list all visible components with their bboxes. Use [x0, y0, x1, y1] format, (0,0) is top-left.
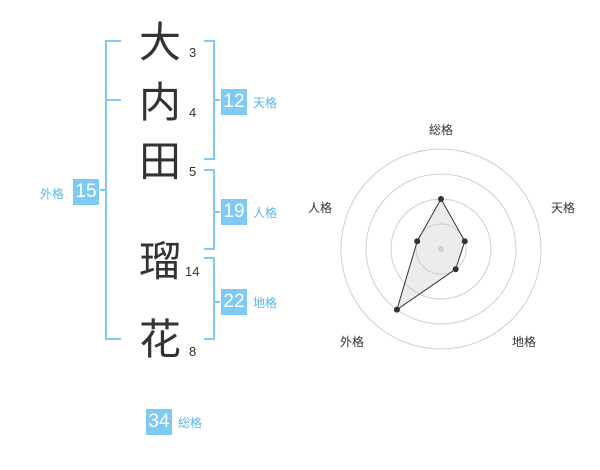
jinkaku-bracket: [204, 169, 215, 250]
name-char-1: 大: [138, 18, 181, 67]
chikaku-badge: 22: [221, 289, 247, 315]
stroke-count-4: 14: [185, 264, 200, 279]
radar-shape: [396, 197, 466, 311]
jinkaku-badge: 19: [221, 199, 247, 225]
radar-points: [393, 196, 468, 313]
stroke-count-3: 5: [189, 164, 197, 179]
radar-ring-3: [365, 173, 517, 325]
tenkaku-badge: 12: [221, 89, 247, 115]
radar-point-lower-right: [452, 266, 459, 273]
radar-label-top: 総格: [429, 122, 453, 137]
stroke-count-1: 3: [189, 45, 197, 60]
jinkaku-label: 人格: [253, 206, 278, 220]
radar-point-lower-left: [393, 306, 400, 313]
name-char-2: 内: [138, 78, 181, 127]
soukaku-label: 総格: [178, 416, 203, 430]
radar-point-top: [438, 196, 444, 202]
tenkaku-label: 天格: [253, 96, 278, 110]
gaikaku-badge: 15: [73, 179, 99, 205]
radar-label-upper-right: 天格: [551, 200, 575, 215]
radar-center-dot: [438, 246, 444, 252]
radar-ring-4: [340, 148, 542, 350]
name-char-3: 田: [138, 137, 181, 186]
name-char-5: 花: [138, 315, 181, 364]
chikaku-label: 地格: [253, 296, 278, 310]
radar-point-upper-right: [461, 238, 468, 245]
name-char-4: 瑠: [138, 237, 181, 286]
radar-ring-1: [415, 223, 467, 275]
gaikaku-label: 外格: [40, 187, 65, 201]
stroke-count-5: 8: [189, 344, 197, 359]
radar-label-upper-left: 人格: [308, 200, 332, 215]
radar-point-upper-left: [414, 238, 421, 245]
radar-label-lower-left: 外格: [340, 334, 364, 349]
radar-rings: [340, 148, 542, 350]
soukaku-badge: 34: [146, 409, 172, 435]
chikaku-bracket: [204, 257, 215, 340]
stroke-count-2: 4: [189, 105, 197, 120]
radar-label-lower-right: 地格: [512, 334, 536, 349]
